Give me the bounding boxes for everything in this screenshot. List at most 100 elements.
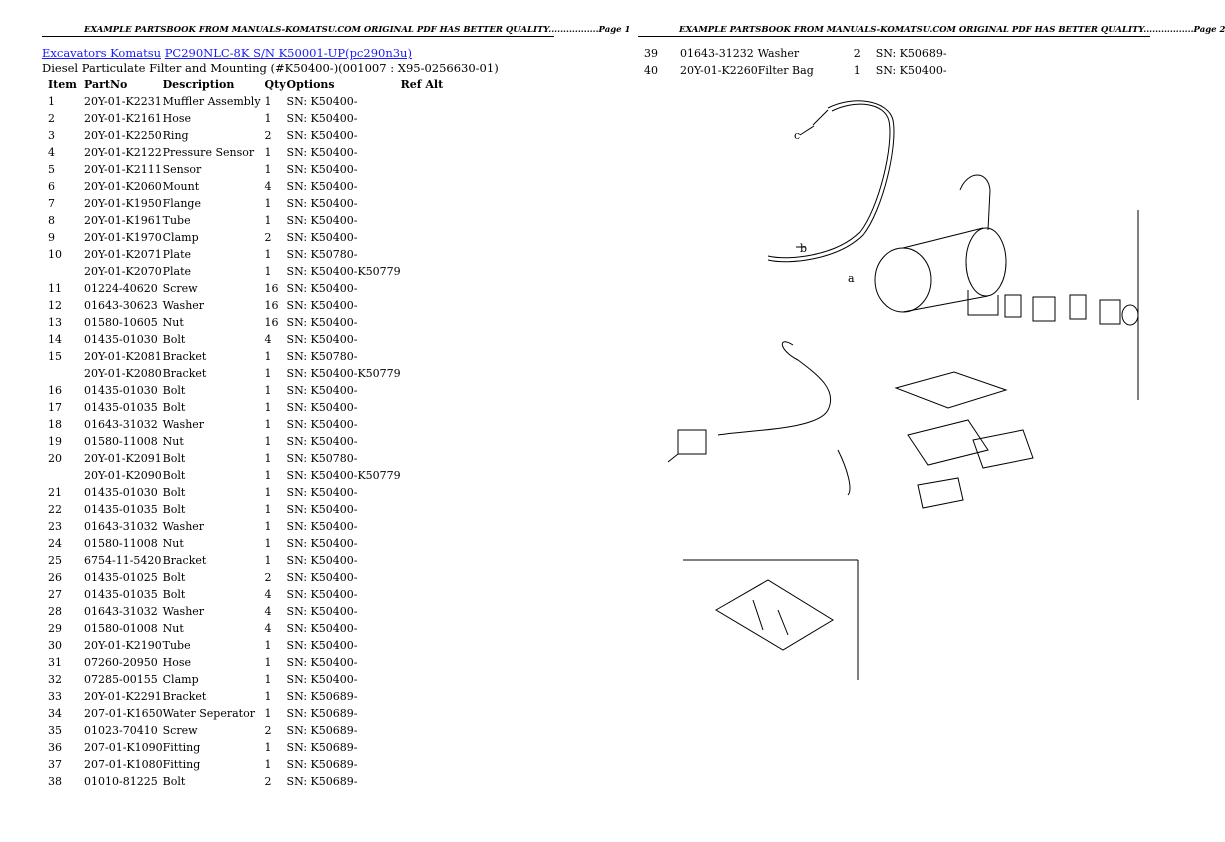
cell-qty: 1 (264, 435, 272, 448)
column-header-qty: Qty (264, 77, 286, 91)
cell-description: Bracket (162, 554, 207, 567)
cell-options: SN: K50400- (286, 656, 358, 669)
cell-options: SN: K50400- (286, 180, 358, 193)
cell-description: Bolt (162, 384, 186, 397)
cell-description: Nut (162, 537, 184, 550)
cell-partno: 01435-01025 (84, 571, 158, 584)
muffler-outlet (965, 227, 1007, 297)
page2-header: EXAMPLE PARTSBOOK FROM MANUALS-KOMATSU.C… (679, 25, 1225, 35)
cell-partno: 20Y-01-K2291 (84, 690, 162, 703)
cell-options: SN: K50400- (286, 435, 358, 448)
cell-description: Bracket (162, 690, 207, 703)
cell-options: SN: K50400- (286, 605, 358, 618)
cell-item: 2 (48, 112, 55, 125)
cell-partno: 207-01-K1080 (84, 758, 163, 771)
cell-options: SN: K50689- (286, 758, 358, 771)
cell-options: SN: K50400- (286, 418, 358, 431)
page1-header: EXAMPLE PARTSBOOK FROM MANUALS-KOMATSU.C… (84, 25, 631, 35)
cell-description: Screw (162, 724, 198, 737)
cell-item: 28 (48, 605, 62, 618)
breadcrumb-link-model[interactable]: PC290NLC-8K S/N K50001-UP(pc290n3u) (164, 46, 412, 60)
cell-item: 34 (48, 707, 62, 720)
cell-description: Bolt (162, 571, 186, 584)
cell-options: SN: K50400- (286, 571, 358, 584)
cell-description: Fitting (162, 741, 201, 754)
cell-options: SN: K50400- (286, 333, 358, 346)
cell-qty: 1 (264, 554, 272, 567)
cell-partno: 20Y-01-K2091 (84, 452, 162, 465)
cell-description: Bolt (162, 775, 186, 788)
cell-partno: 01435-01035 (84, 588, 158, 601)
hose-fitting (812, 109, 829, 126)
cell-partno: 6754-11-5420 (84, 554, 162, 567)
cell-partno: 207-01-K1650 (84, 707, 163, 720)
cell-partno: 20Y-01-K1950 (84, 197, 162, 210)
cell-qty: 1 (264, 452, 272, 465)
cell-description: Bolt (162, 503, 186, 516)
cell-description: Clamp (162, 231, 199, 244)
cell-description: Bracket (162, 350, 207, 363)
cell-qty: 2 (853, 47, 861, 60)
cell-qty: 1 (264, 112, 272, 125)
muffler-end-cap (874, 247, 932, 313)
cell-options: SN: K50400- (286, 112, 358, 125)
cell-options: SN: K50400- (286, 163, 358, 176)
cell-options: SN: K50400-K50779 (286, 367, 401, 380)
cell-description: Fitting (162, 758, 201, 771)
cell-description: Tube (162, 214, 191, 227)
cell-options: SN: K50689- (286, 741, 358, 754)
cell-options: SN: K50400- (286, 537, 358, 550)
cell-options: SN: K50400- (286, 639, 358, 652)
cell-partno: 01435-01030 (84, 333, 158, 346)
cell-options: SN: K50400- (286, 401, 358, 414)
cell-item: 15 (48, 350, 62, 363)
cell-qty: 1 (853, 64, 861, 77)
cell-qty: 1 (264, 486, 272, 499)
cell-options: SN: K50400- (286, 231, 358, 244)
cell-qty: 2 (264, 129, 272, 142)
cell-options: SN: K50400- (286, 214, 358, 227)
cell-item: 9 (48, 231, 55, 244)
cell-options: SN: K50400- (286, 282, 358, 295)
cell-item: 33 (48, 690, 62, 703)
cell-description: Bracket (162, 367, 207, 380)
table-header-row: Item PartNo Description Qty Options Ref … (42, 75, 461, 93)
cell-partno: 20Y-01-K2260 (680, 64, 758, 77)
cell-item: 27 (48, 588, 62, 601)
cell-item: 10 (48, 248, 62, 261)
cell-qty: 1 (264, 163, 272, 176)
cell-qty: 1 (264, 741, 272, 754)
cell-options: SN: K50400- (286, 673, 358, 686)
lower-cable (837, 449, 851, 496)
cell-item: 18 (48, 418, 62, 431)
ref-label-a: a (848, 272, 855, 285)
separator-arrow (667, 453, 679, 463)
cell-item: 30 (48, 639, 62, 652)
cell-description: Bolt (162, 469, 186, 482)
cell-options: SN: K50400- (286, 197, 358, 210)
cell-description: Plate (162, 265, 192, 278)
cell-partno: 207-01-K1090 (84, 741, 163, 754)
part-clamp (1032, 296, 1056, 322)
cell-item: 13 (48, 316, 62, 329)
part-tube (1099, 299, 1121, 325)
cell-options: SN: K50400- (286, 95, 358, 108)
cell-qty: 1 (264, 503, 272, 516)
cell-description: Hose (162, 656, 192, 669)
breadcrumb-link-category[interactable]: Excavators Komatsu (42, 46, 162, 60)
